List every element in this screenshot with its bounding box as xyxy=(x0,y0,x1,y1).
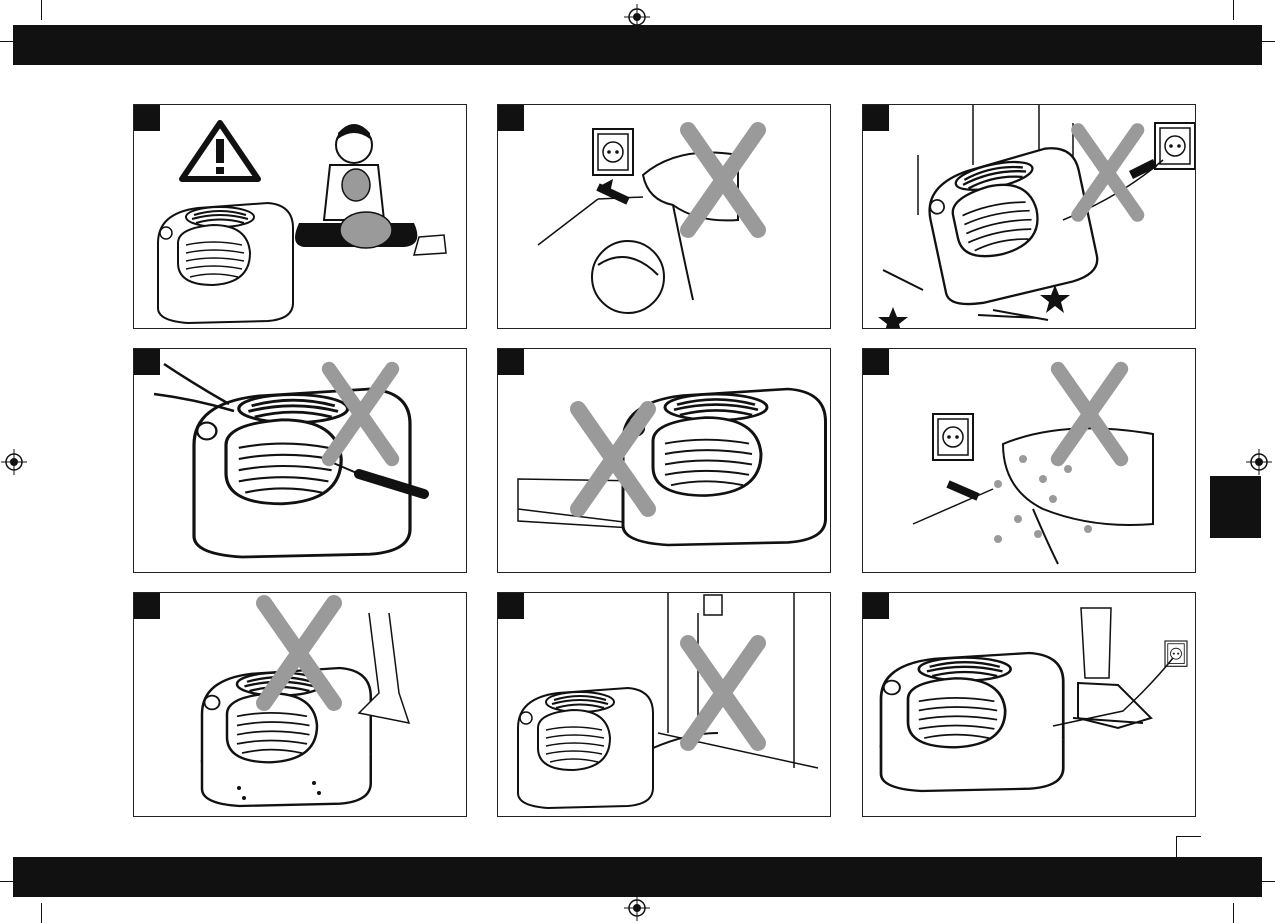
section-tab xyxy=(1210,476,1261,538)
panel-2-illustration xyxy=(498,105,831,329)
panel-4 xyxy=(133,348,467,573)
crop-mark xyxy=(41,903,42,923)
panel-9-illustration xyxy=(863,593,1196,817)
panel-5-illustration xyxy=(498,349,831,573)
warning-triangle-icon xyxy=(182,123,258,179)
crop-mark xyxy=(1233,903,1234,923)
registration-mark-icon xyxy=(1,449,27,475)
panel-9 xyxy=(862,592,1196,817)
footer-bar xyxy=(13,857,1262,897)
registration-mark-icon xyxy=(624,4,650,30)
crop-mark xyxy=(41,0,42,20)
panel-3 xyxy=(862,104,1196,329)
registration-mark-icon xyxy=(1246,449,1272,475)
registration-mark-icon xyxy=(624,895,650,921)
panel-1-illustration xyxy=(134,105,467,329)
panel-1 xyxy=(133,104,467,329)
panel-6 xyxy=(862,348,1196,573)
panel-4-illustration xyxy=(134,349,467,573)
crop-mark xyxy=(1255,881,1275,882)
panel-8-illustration xyxy=(498,593,831,817)
crop-mark xyxy=(0,881,20,882)
header-bar xyxy=(13,25,1262,65)
panel-5 xyxy=(497,348,831,573)
panel-2 xyxy=(497,104,831,329)
crop-mark xyxy=(1233,0,1234,20)
crop-mark xyxy=(0,41,20,42)
child-with-dog xyxy=(295,124,446,255)
panel-8 xyxy=(497,592,831,817)
panel-6-illustration xyxy=(863,349,1196,573)
panel-7 xyxy=(133,592,467,817)
panel-7-illustration xyxy=(134,593,467,817)
registration-mark-icon xyxy=(1,0,27,26)
panel-3-illustration xyxy=(863,105,1196,329)
page-number-box xyxy=(1176,836,1201,858)
crop-mark xyxy=(1255,41,1275,42)
